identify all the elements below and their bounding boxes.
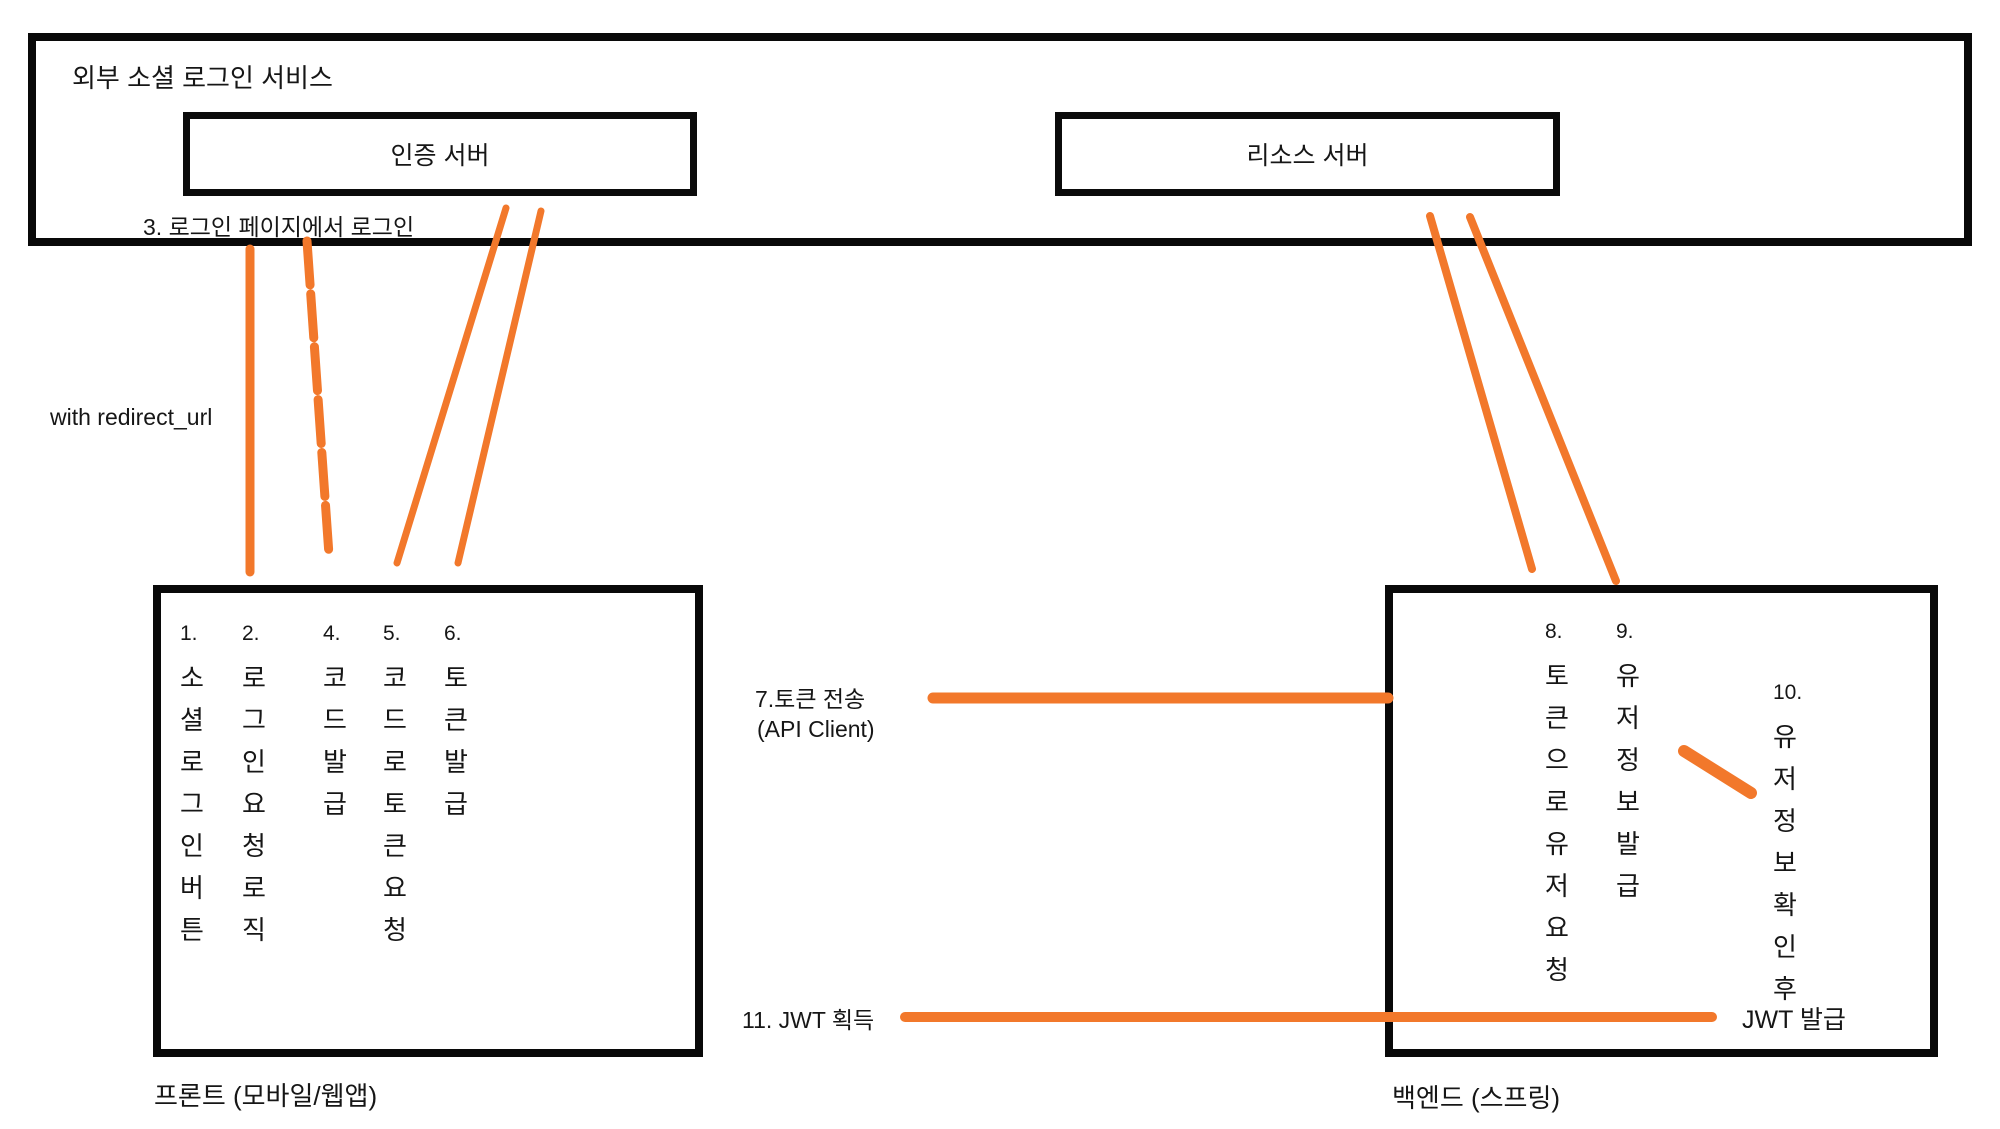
step-text-vertical: 토큰으로유저요청 [1545,661,1569,985]
step11-jwt-get-label: 11. JWT 획득 [742,1007,875,1033]
step-number: 2. [242,622,260,645]
resource-server-label: 리소스 서버 [1246,142,1369,170]
step-number: 1. [180,622,198,645]
step-text-vertical: 로그인요청로직 [242,663,266,945]
backend-step9-column: 9. 유저정보발급 [1616,620,1646,907]
backend-step10-column: 10. 유저정보확인후 [1773,681,1803,1010]
jwt-issue-label: JWT 발급 [1742,1006,1846,1034]
step7-token-send-label: 7.토큰 전송 [755,686,866,712]
front-box-caption: 프론트 (모바일/웹앱) [154,1081,378,1111]
flow-line-code-issue [393,204,510,567]
flow-line-token-issue [454,207,545,567]
flow-line-redirect-response [302,236,334,560]
step-text-vertical: 코드로토큰요청 [383,663,407,945]
step-text-vertical: 유저정보확인후 [1773,722,1797,1004]
backend-box [1385,585,1938,1057]
front-step5-column: 5. 코드로토큰요청 [383,622,413,951]
step-number: 4. [323,622,341,645]
front-step6-column: 6. 토큰발급 [444,622,474,825]
auth-server-box: 인증 서버 [183,112,697,196]
step-number: 8. [1545,620,1563,643]
front-step4-column: 4. 코드발급 [323,622,353,825]
flow-line-resource-request [1426,212,1536,573]
step-text-vertical: 토큰발급 [444,663,468,819]
front-box [153,585,703,1057]
step-number: 9. [1616,620,1634,643]
flow-line-resource-response [1466,213,1620,585]
step-number: 5. [383,622,401,645]
external-service-title: 외부 소셜 로그인 서비스 [72,63,333,93]
resource-server-box: 리소스 서버 [1055,112,1560,196]
api-client-label: (API Client) [757,716,875,742]
step-number: 10. [1773,681,1803,704]
step-text-vertical: 유저정보발급 [1616,661,1640,901]
front-step1-column: 1. 소셜로그인버튼 [180,622,210,951]
step-number: 6. [444,622,462,645]
step3-login-page-label: 3. 로그인 페이지에서 로그인 [143,214,415,240]
auth-server-label: 인증 서버 [390,142,490,170]
redirect-url-label: with redirect_url [50,404,213,430]
front-step2-column: 2. 로그인요청로직 [242,622,272,951]
backend-step8-column: 8. 토큰으로유저요청 [1545,620,1575,991]
backend-box-caption: 백엔드 (스프링) [1392,1083,1561,1113]
step-text-vertical: 소셜로그인버튼 [180,663,204,945]
step-text-vertical: 코드발급 [323,663,347,819]
